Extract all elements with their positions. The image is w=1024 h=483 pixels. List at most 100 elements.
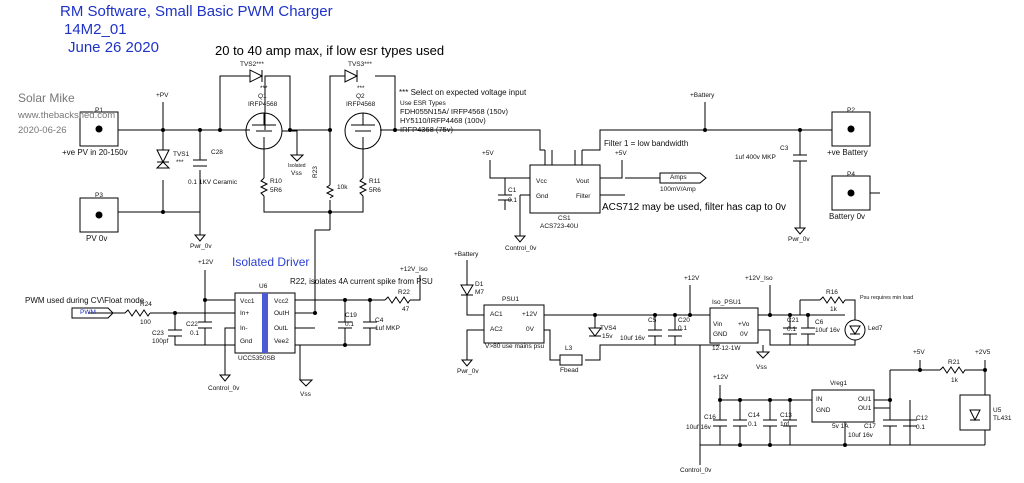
rail-battery-2: +Battery <box>454 251 479 258</box>
r23-value: 10k <box>337 184 348 191</box>
psu1-12v: +12V <box>522 311 538 318</box>
note-r22: R22, isolates 4A current spike from PSU <box>290 277 433 286</box>
vreg-gnd: GND <box>816 407 831 414</box>
p1-label: +ve PV in 20-150v <box>62 148 128 157</box>
u6-outh: OutH <box>274 310 290 317</box>
cs1-vcc: Vcc <box>536 178 547 185</box>
c21-ref: C21 <box>787 317 799 324</box>
u6-vcc2: Vcc2 <box>274 298 289 305</box>
r16-ref: R16 <box>826 289 838 296</box>
rail-pwr0-a: Pwr_0v <box>190 243 212 250</box>
p1-ref: P1 <box>95 107 103 114</box>
r11-value: 5R6 <box>369 187 381 194</box>
d1-ref: D1 <box>475 281 484 288</box>
l3-ref: L3 <box>565 345 573 352</box>
u5-ref: U5 <box>993 407 1002 414</box>
r23-ref: R23 <box>312 166 319 178</box>
rail-battery: +Battery <box>690 92 715 99</box>
rail-ctrl0-c: Control_0v <box>680 467 712 474</box>
c16-ref: C16 <box>704 414 716 421</box>
led7-ref: Led7 <box>868 325 883 332</box>
note-acs712: ACS712 may be used, filter has cap to 0v <box>602 202 786 213</box>
rail-12v-c: +12V <box>713 374 729 381</box>
rail-ctrl0-b: Control_0v <box>208 385 240 392</box>
tvs3-ref: TVS3*** <box>348 61 372 68</box>
vreg-ref: Vreg1 <box>830 380 848 387</box>
rail-5v-c: +5V <box>913 349 925 356</box>
rail-2v5: +2V5 <box>975 349 991 356</box>
c23-ref: C23 <box>152 330 164 337</box>
r10-value: 5R6 <box>270 187 282 194</box>
p4-label: Battery 0v <box>829 212 866 221</box>
cs1-value: ACS723-40U <box>540 223 579 230</box>
c5-ref: C5 <box>648 317 657 324</box>
c17-ref: C17 <box>864 423 876 430</box>
vreg-value: 5v 1A <box>832 423 849 430</box>
q1-value: IRFP4568 <box>248 101 278 108</box>
l3-value: Fbead <box>560 367 579 374</box>
p2-ref: P2 <box>847 107 855 114</box>
p4-ref: P4 <box>847 171 855 178</box>
q1-ref: Q1 <box>258 93 267 100</box>
pwm-label: PWM <box>80 309 96 316</box>
iso-psu-vo: +Vo <box>738 321 750 328</box>
note-pwm: PWM used during CV\Float mode <box>25 296 145 305</box>
tvs2-ref: TVS2*** <box>240 61 264 68</box>
amp-note: 20 to 40 amp max, if low esr types used <box>215 43 445 58</box>
r24-value: 100 <box>140 319 151 326</box>
note-mosfet-75: IRFP4368 (75v) <box>400 125 453 134</box>
note-esr-types: Use ESR Types <box>400 100 446 107</box>
p2-label: +ve Battery <box>827 148 868 157</box>
iso-psu-value: 12-12-1W <box>712 345 741 352</box>
tvs1-stars: *** <box>176 159 184 166</box>
isolated-driver-label: Isolated Driver <box>232 255 310 269</box>
note-filter: Filter 1 = low bandwidth <box>604 139 689 148</box>
c6-value: 10uf 16v <box>815 327 840 334</box>
c19-value: 0.1 <box>345 321 355 328</box>
psu1-ac1: AC1 <box>490 311 503 318</box>
rail-12v-iso-b: +12V_Iso <box>745 275 773 282</box>
c12-value: 0.1 <box>916 424 926 431</box>
iso-psu-vin: Vin <box>713 321 723 328</box>
title-line-1: RM Software, Small Basic PWM Charger <box>60 3 333 20</box>
cs1-vout: Vout <box>576 178 590 185</box>
u6-vee2: Vee2 <box>274 338 289 345</box>
cs1-gnd: Gnd <box>536 193 549 200</box>
psu1-ac2: AC2 <box>490 326 503 333</box>
note-select-voltage: *** Select on expected voltage input <box>399 88 527 97</box>
rail-vss-3: Vss <box>756 364 767 371</box>
q2-value: IRFP4568 <box>346 101 376 108</box>
rail-5v-a: +5V <box>482 150 494 157</box>
rail-pwr0-c: Pwr_0v <box>457 368 479 375</box>
r10-ref: R10 <box>270 178 282 185</box>
cs1-ref: CS1 <box>558 215 571 222</box>
d1-value: M7 <box>475 289 485 296</box>
rail-12v-a: +12V <box>198 259 214 266</box>
c1-ref: C1 <box>508 187 517 194</box>
rail-vss-1: Vss <box>291 170 302 177</box>
iso-psu-0v: 0V <box>740 331 748 338</box>
c3-value: 1uf 400v MKP <box>735 154 776 161</box>
r21-value: 1k <box>951 377 958 384</box>
note-mosfet-150: FDH055N15A/ IRFP4568 (150v) <box>400 107 508 116</box>
vreg-in: IN <box>816 396 823 403</box>
u6-in-plus: In+ <box>240 310 250 317</box>
r22-ref: R22 <box>398 289 410 296</box>
c13-ref: C13 <box>780 412 792 419</box>
tvs4-ref: TVS4 <box>600 325 617 332</box>
u6-ref: U6 <box>259 283 268 290</box>
q2-ref: Q2 <box>356 93 365 100</box>
note-led: Psu requires min load <box>860 295 914 301</box>
iso-psu-ref: Iso_PSU1 <box>712 299 742 306</box>
c22-ref: C22 <box>186 321 198 328</box>
c12-ref: C12 <box>916 415 928 422</box>
c23-value: 100pf <box>152 338 169 345</box>
author: Solar Mike <box>18 91 75 105</box>
iso-psu-gnd: GND <box>713 331 728 338</box>
amps-label: Amps <box>670 174 687 181</box>
r24-ref: R24 <box>140 301 152 308</box>
c6-ref: C6 <box>815 319 824 326</box>
c3-ref: C3 <box>780 145 789 152</box>
website: www.thebackshed.com <box>18 110 116 121</box>
